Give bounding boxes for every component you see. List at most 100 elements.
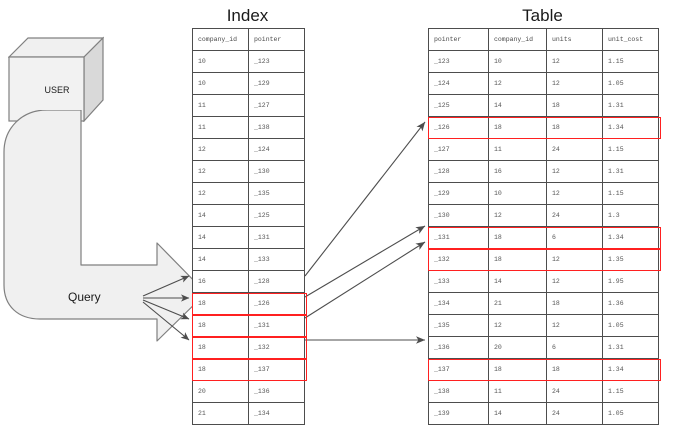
index-title: Index bbox=[226, 6, 269, 25]
table-cell-units: 12 bbox=[546, 50, 603, 73]
index-row: 12_130 bbox=[192, 160, 305, 183]
table-title: Table bbox=[522, 6, 563, 25]
index-cell-pointer: _128 bbox=[248, 270, 305, 293]
table-cell-pointer: _136 bbox=[428, 336, 489, 359]
table-cell-unit-cost: 1.95 bbox=[602, 270, 659, 293]
index-row: 10_123 bbox=[192, 50, 305, 73]
index-cell-pointer: _132 bbox=[248, 336, 305, 359]
table-cell-pointer: _133 bbox=[428, 270, 489, 293]
table-cell-units: 6 bbox=[546, 336, 603, 359]
index-cell-pointer: _133 bbox=[248, 248, 305, 271]
user-cube-icon bbox=[8, 36, 104, 122]
table-cell-units: 24 bbox=[546, 138, 603, 161]
table-cell-company-id: 11 bbox=[488, 380, 547, 403]
index-cell-company-id: 14 bbox=[192, 226, 249, 249]
index-cell-pointer: _131 bbox=[248, 314, 305, 337]
table-cell-pointer: _132 bbox=[428, 248, 489, 271]
table-cell-pointer: _139 bbox=[428, 402, 489, 425]
table-cell-company-id: 10 bbox=[488, 50, 547, 73]
index-row: 12_135 bbox=[192, 182, 305, 205]
table-cell-unit-cost: 1.36 bbox=[602, 292, 659, 315]
table-col-company-id: company_id bbox=[488, 28, 547, 51]
index-cell-company-id: 21 bbox=[192, 402, 249, 425]
index-row: 14_131 bbox=[192, 226, 305, 249]
table-cell-unit-cost: 1.15 bbox=[602, 50, 659, 73]
index-cell-pointer: _131 bbox=[248, 226, 305, 249]
table-col-unit-cost: unit_cost bbox=[602, 28, 659, 51]
index-cell-company-id: 14 bbox=[192, 204, 249, 227]
table-col-units: units bbox=[546, 28, 603, 51]
table-cell-pointer: _130 bbox=[428, 204, 489, 227]
table-cell-pointer: _138 bbox=[428, 380, 489, 403]
index-cell-pointer: _138 bbox=[248, 116, 305, 139]
table-cell-units: 18 bbox=[546, 94, 603, 117]
table-cell-company-id: 16 bbox=[488, 160, 547, 183]
table-cell-unit-cost: 1.31 bbox=[602, 336, 659, 359]
index-row: 18_131 bbox=[192, 314, 305, 337]
table-cell-company-id: 18 bbox=[488, 358, 547, 381]
table-cell-unit-cost: 1.3 bbox=[602, 204, 659, 227]
index-cell-company-id: 10 bbox=[192, 72, 249, 95]
table-cell-pointer: _128 bbox=[428, 160, 489, 183]
index-cell-company-id: 20 bbox=[192, 380, 249, 403]
table-cell-pointer: _134 bbox=[428, 292, 489, 315]
table-cell-pointer: _131 bbox=[428, 226, 489, 249]
table-cell-company-id: 21 bbox=[488, 292, 547, 315]
table-cell-unit-cost: 1.34 bbox=[602, 116, 659, 139]
index-cell-company-id: 18 bbox=[192, 314, 249, 337]
index-cell-pointer: _134 bbox=[248, 402, 305, 425]
index-cell-company-id: 10 bbox=[192, 50, 249, 73]
index-cell-pointer: _130 bbox=[248, 160, 305, 183]
index-row: 12_124 bbox=[192, 138, 305, 161]
index-row: 11_127 bbox=[192, 94, 305, 117]
table-cell-company-id: 14 bbox=[488, 402, 547, 425]
table-cell-pointer: _126 bbox=[428, 116, 489, 139]
table-cell-pointer: _124 bbox=[428, 72, 489, 95]
index-cell-company-id: 11 bbox=[192, 116, 249, 139]
table-cell-units: 12 bbox=[546, 72, 603, 95]
table-cell-company-id: 20 bbox=[488, 336, 547, 359]
query-arrow-shape bbox=[3, 110, 207, 342]
table-cell-units: 18 bbox=[546, 116, 603, 139]
index-row: 16_128 bbox=[192, 270, 305, 293]
table-cell-unit-cost: 1.05 bbox=[602, 402, 659, 425]
table-cell-units: 18 bbox=[546, 358, 603, 381]
table-cell-company-id: 18 bbox=[488, 116, 547, 139]
index-cell-pointer: _136 bbox=[248, 380, 305, 403]
table-cell-units: 12 bbox=[546, 270, 603, 293]
table-cell-unit-cost: 1.34 bbox=[602, 358, 659, 381]
table-cell-unit-cost: 1.15 bbox=[602, 182, 659, 205]
index-cell-pointer: _126 bbox=[248, 292, 305, 315]
index-cell-company-id: 18 bbox=[192, 358, 249, 381]
index-cell-company-id: 12 bbox=[192, 138, 249, 161]
index-col-company-id: company_id bbox=[192, 28, 249, 51]
table-cell-units: 6 bbox=[546, 226, 603, 249]
table-cell-pointer: _125 bbox=[428, 94, 489, 117]
table-cell-company-id: 18 bbox=[488, 248, 547, 271]
index-header-row: company_id pointer bbox=[192, 28, 305, 51]
table-cell-company-id: 14 bbox=[488, 270, 547, 293]
index-cell-company-id: 14 bbox=[192, 248, 249, 271]
table-cell-unit-cost: 1.34 bbox=[602, 226, 659, 249]
index-cell-company-id: 12 bbox=[192, 182, 249, 205]
table-cell-pointer: _127 bbox=[428, 138, 489, 161]
index-row: 18_132 bbox=[192, 336, 305, 359]
table-cell-company-id: 12 bbox=[488, 72, 547, 95]
index-cell-pointer: _129 bbox=[248, 72, 305, 95]
table-col-pointer: pointer bbox=[428, 28, 489, 51]
index-cell-company-id: 11 bbox=[192, 94, 249, 117]
